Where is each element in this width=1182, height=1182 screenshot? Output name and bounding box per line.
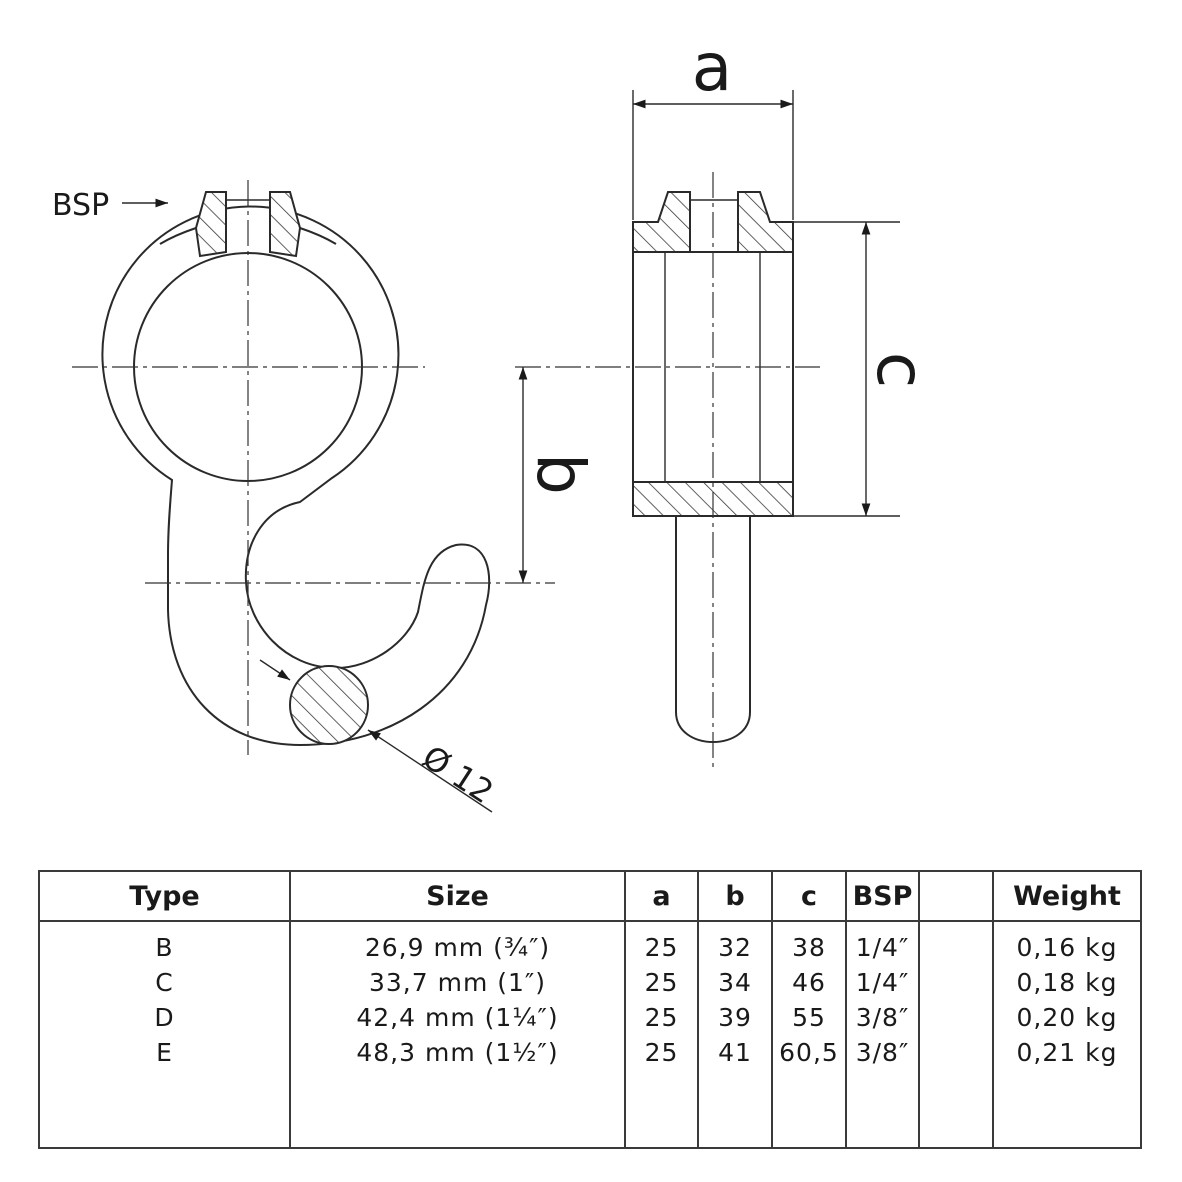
cell-b: 32 bbox=[718, 933, 752, 962]
cell-extra bbox=[920, 1035, 992, 1070]
cell-bsp: 3/8″ bbox=[855, 1038, 910, 1067]
diameter-label: Ø 12 bbox=[416, 738, 501, 811]
cell-size: 42,4 mm (1¼″) bbox=[356, 1003, 559, 1032]
cell-size: 26,9 mm (¾″) bbox=[364, 933, 551, 962]
col-extra bbox=[919, 921, 994, 1147]
hook-section bbox=[289, 665, 369, 745]
col-size: 26,9 mm (¾″) 33,7 mm (1″) 42,4 mm (1¼″) … bbox=[290, 921, 626, 1147]
side-view bbox=[515, 90, 900, 772]
col-a: 25 25 25 25 bbox=[625, 921, 699, 1147]
cell-bsp: 1/4″ bbox=[855, 933, 910, 962]
front-view bbox=[72, 180, 555, 813]
cell-b: 41 bbox=[718, 1038, 752, 1067]
table-header-row: Type Size a b c BSP Weight bbox=[40, 872, 1140, 922]
cell-a: 25 bbox=[644, 968, 679, 997]
cell-a: 25 bbox=[644, 1003, 679, 1032]
col-weight: 0,16 kg 0,18 kg 0,20 kg 0,21 kg bbox=[993, 921, 1140, 1147]
cell-extra bbox=[920, 1000, 992, 1035]
dim-a-label: a bbox=[692, 29, 732, 106]
cell-type: E bbox=[156, 1038, 173, 1067]
cell-b: 39 bbox=[718, 1003, 752, 1032]
bsp-label: BSP bbox=[52, 188, 109, 223]
cell-weight: 0,21 kg bbox=[1016, 1038, 1118, 1067]
header-type: Type bbox=[40, 872, 291, 922]
cell-type: C bbox=[155, 968, 174, 997]
header-weight: Weight bbox=[993, 872, 1140, 922]
bsp-boss-left bbox=[194, 191, 227, 258]
cell-size: 48,3 mm (1½″) bbox=[356, 1038, 559, 1067]
cell-c: 60,5 bbox=[779, 1038, 839, 1067]
cell-extra bbox=[920, 930, 992, 965]
col-bsp: 1/4″ 1/4″ 3/8″ 3/8″ bbox=[846, 921, 920, 1147]
dim-c-label: c bbox=[862, 352, 939, 388]
cell-c: 55 bbox=[792, 1003, 826, 1032]
hook-outline bbox=[101, 205, 491, 747]
header-empty bbox=[919, 872, 994, 922]
cell-b: 34 bbox=[718, 968, 752, 997]
cell-c: 46 bbox=[792, 968, 826, 997]
header-bsp: BSP bbox=[846, 872, 920, 922]
top-band-right bbox=[737, 191, 794, 253]
cell-weight: 0,16 kg bbox=[1016, 933, 1118, 962]
bsp-boss-right bbox=[269, 191, 302, 258]
spec-table: Type Size a b c BSP Weight B C D E 26,9 … bbox=[38, 870, 1142, 1149]
header-size: Size bbox=[290, 872, 626, 922]
col-type: B C D E bbox=[40, 921, 291, 1147]
top-band-left bbox=[632, 191, 691, 253]
dim-b-label: b bbox=[522, 453, 599, 495]
cell-size: 33,7 mm (1″) bbox=[368, 968, 546, 997]
cell-a: 25 bbox=[644, 1038, 679, 1067]
cell-bsp: 3/8″ bbox=[855, 1003, 910, 1032]
header-b: b bbox=[698, 872, 773, 922]
cell-extra bbox=[920, 965, 992, 1000]
cell-type: B bbox=[155, 933, 174, 962]
col-c: 38 46 55 60,5 bbox=[772, 921, 847, 1147]
cell-bsp: 1/4″ bbox=[855, 968, 910, 997]
cell-c: 38 bbox=[792, 933, 826, 962]
cell-type: D bbox=[154, 1003, 175, 1032]
table-body: B C D E 26,9 mm (¾″) 33,7 mm (1″) 42,4 m… bbox=[40, 921, 1140, 1147]
header-a: a bbox=[625, 872, 699, 922]
technical-drawing: BSP a c b Ø 12 bbox=[52, 29, 939, 813]
cell-weight: 0,18 kg bbox=[1016, 968, 1118, 997]
col-b: 32 34 39 41 bbox=[698, 921, 773, 1147]
header-c: c bbox=[772, 872, 847, 922]
cell-weight: 0,20 kg bbox=[1016, 1003, 1118, 1032]
cell-a: 25 bbox=[644, 933, 679, 962]
